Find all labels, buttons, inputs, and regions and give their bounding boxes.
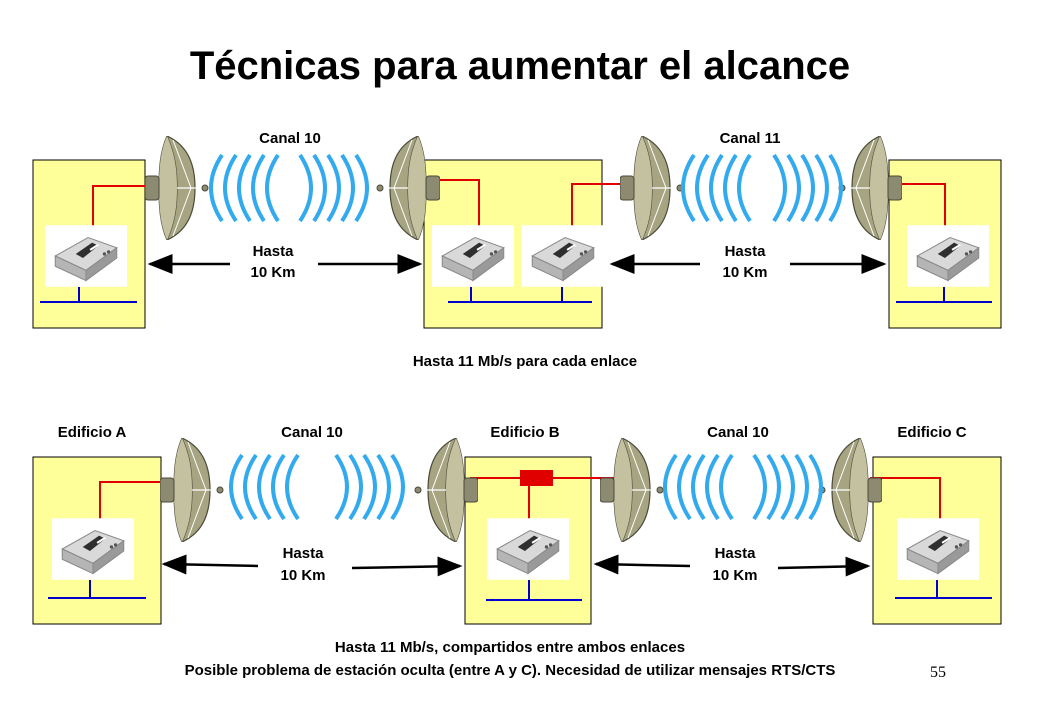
- top-distance-label-link2-line2: 10 Km: [722, 264, 767, 281]
- top-channel-label-link2: Canal 11: [720, 130, 781, 147]
- page-number: 55: [930, 664, 946, 681]
- building-a-label: Edificio A: [58, 424, 127, 441]
- top-cable-left: [92, 185, 150, 228]
- top-cable-middle-a: [428, 179, 480, 228]
- bottom-channel-label-link2: Canal 10: [707, 424, 769, 441]
- top-dish-middle-right: [620, 136, 684, 240]
- building-c-lan: [895, 580, 992, 599]
- bottom-scenario: Edificio A Edificio B Edificio C Canal 1…: [32, 424, 1002, 679]
- top-distance-label-link1-line1: Hasta: [253, 243, 295, 260]
- top-channel-label-link1: Canal 10: [259, 130, 321, 147]
- bottom-distance-arrow-link2: [593, 554, 871, 577]
- building-b-access-point: [487, 518, 569, 580]
- repeater-splitter: [520, 470, 553, 486]
- bottom-cable-a: [99, 481, 168, 525]
- top-lan-left: [40, 287, 137, 303]
- top-radio-waves-link1: [209, 153, 369, 223]
- bottom-radio-waves-link1: [229, 453, 405, 521]
- building-c-label: Edificio C: [897, 424, 966, 441]
- top-distance-label-link1-line2: 10 Km: [250, 264, 295, 281]
- top-access-point-left: [45, 225, 127, 287]
- building-a-access-point: [52, 518, 134, 580]
- building-b-label: Edificio B: [490, 424, 559, 441]
- top-dish-left: [145, 136, 209, 240]
- top-cable-middle-b: [571, 183, 626, 228]
- bottom-distance-arrow-link1: [161, 554, 463, 577]
- building-c-access-point: [897, 518, 979, 580]
- top-access-point-middle-b: [522, 225, 604, 287]
- top-access-point-right: [907, 225, 989, 287]
- bottom-channel-label-link1: Canal 10: [281, 424, 343, 441]
- bottom-distance-label-link1-line1: Hasta: [283, 545, 325, 562]
- page-title: Técnicas para aumentar el alcance: [189, 44, 851, 88]
- top-radio-waves-link2: [681, 153, 843, 223]
- bottom-cable-c: [870, 477, 941, 525]
- top-cable-right: [886, 183, 946, 228]
- bottom-distance-label-link2-line1: Hasta: [715, 545, 757, 562]
- building-a-dish: [160, 438, 224, 542]
- building-b-dish-right: [600, 438, 664, 542]
- bottom-caption-line2: Posible problema de estación oculta (ent…: [185, 662, 836, 679]
- building-b-lan: [486, 580, 582, 601]
- top-distance-label-link2-line1: Hasta: [725, 243, 767, 260]
- bottom-radio-waves-link2: [663, 453, 823, 521]
- top-scenario: Canal 10 Canal 11 Hasta 10 Km Hasta 10 K…: [32, 130, 1002, 370]
- bottom-distance-label-link2-line2: 10 Km: [712, 567, 757, 584]
- bottom-distance-label-link1-line2: 10 Km: [280, 567, 325, 584]
- building-a-lan: [48, 580, 146, 599]
- top-lan-right: [896, 287, 992, 303]
- top-lan-middle: [448, 287, 592, 303]
- bottom-caption-line1: Hasta 11 Mb/s, compartidos entre ambos e…: [335, 639, 685, 656]
- top-access-point-middle-a: [432, 225, 514, 287]
- top-caption: Hasta 11 Mb/s para cada enlace: [413, 353, 637, 370]
